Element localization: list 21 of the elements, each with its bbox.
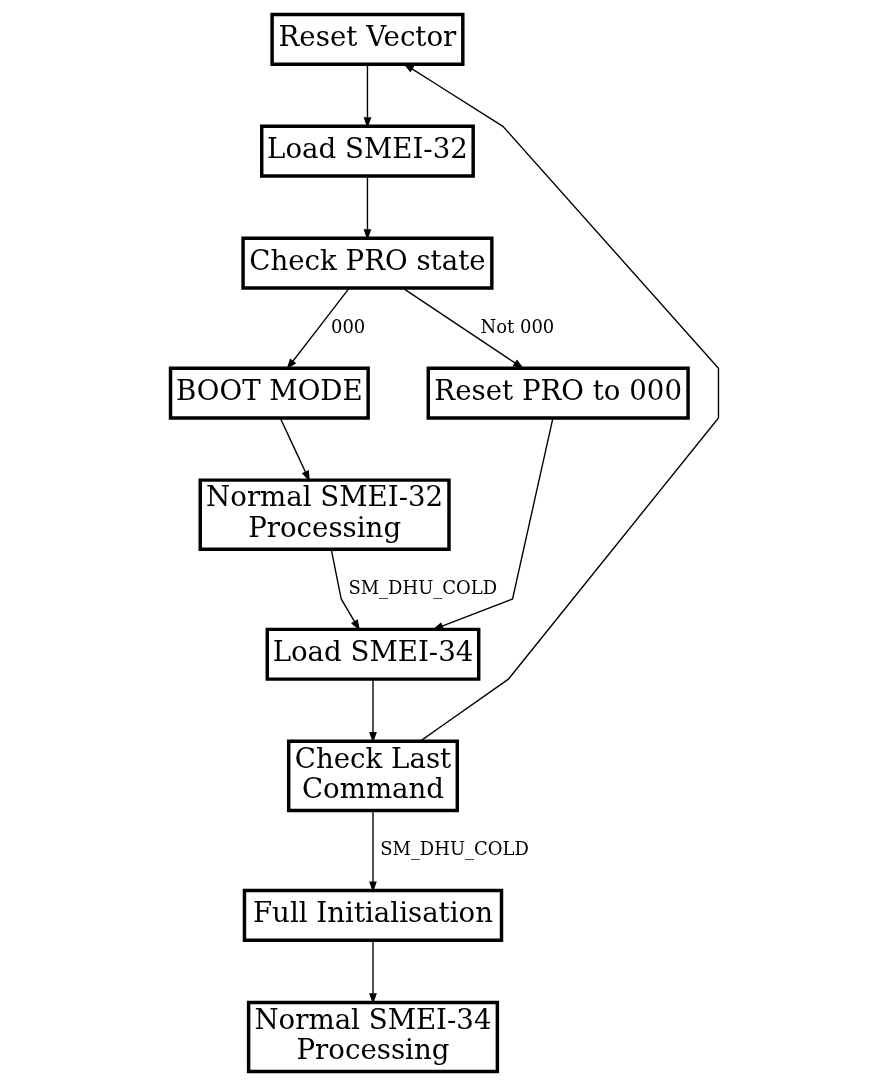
node-box: Load SMEI-32: [259, 124, 475, 178]
arrow: [368, 810, 377, 893]
node-box: Load SMEI-34: [265, 627, 480, 681]
arrow: [431, 417, 554, 630]
arrow: [401, 287, 524, 369]
node-box: Normal SMEI-34 Processing: [246, 1000, 499, 1074]
node-box: Reset Vector: [269, 12, 465, 66]
node-box: Full Initialisation: [242, 888, 503, 943]
arrow: [285, 287, 350, 370]
node-box: Check Last Command: [286, 739, 459, 813]
edge-label: SM_DHU_COLD: [379, 838, 529, 860]
edge-label: Not 000: [480, 315, 554, 337]
node-box: BOOT MODE: [168, 366, 370, 420]
arrow: [279, 417, 310, 482]
arrow: [330, 548, 360, 631]
node-box: Normal SMEI-32 Processing: [198, 478, 451, 551]
arrow: [402, 63, 719, 742]
node-box: Check PRO state: [240, 236, 494, 290]
node-box: Reset PRO to 000: [426, 366, 690, 420]
edge-label: SM_DHU_COLD: [347, 576, 497, 598]
edge-label: 000: [330, 315, 365, 337]
